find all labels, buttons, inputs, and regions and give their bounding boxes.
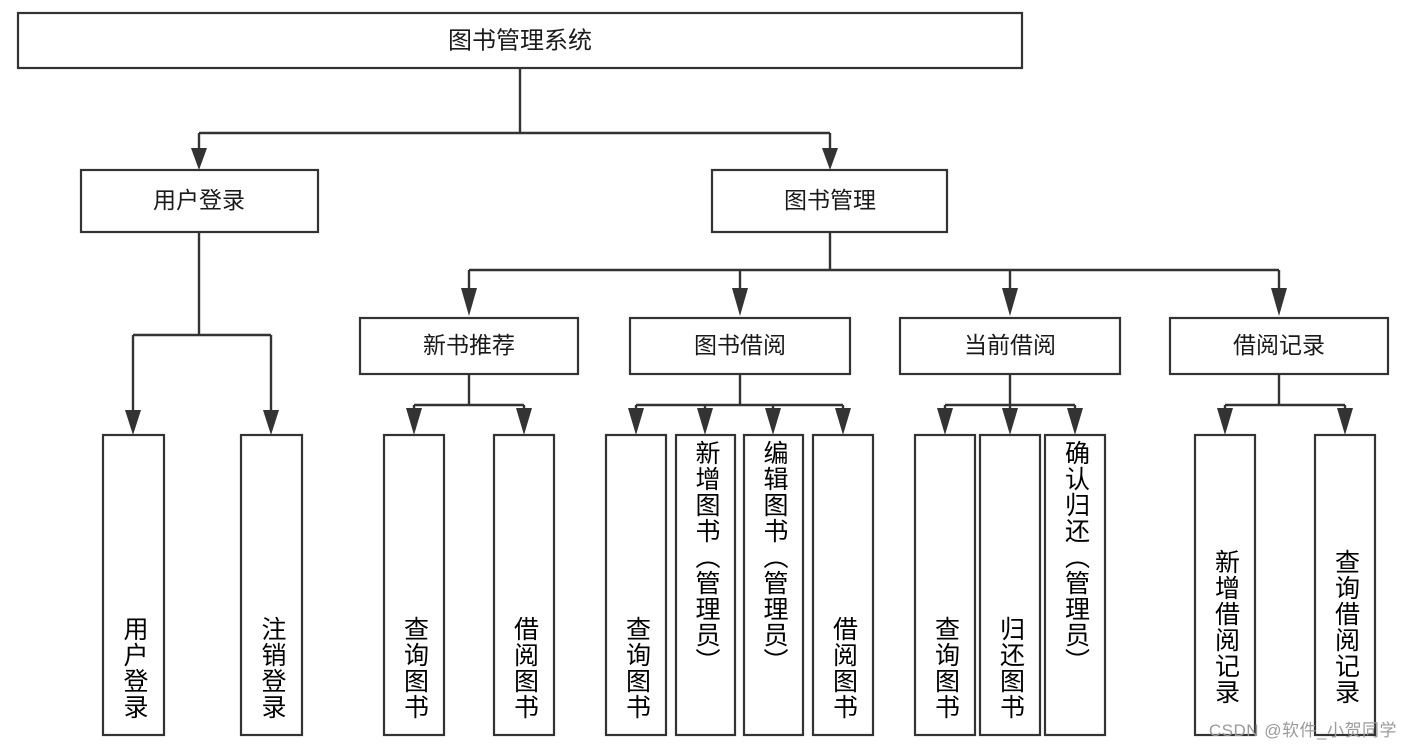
level2-label-0: 用户登录: [153, 187, 245, 213]
arrow-user-leaf-0-icon: [125, 410, 141, 435]
leaf-box-l3-1-0[interactable]: [604, 433, 668, 737]
level2-box-1[interactable]: [710, 168, 949, 234]
leaf-box-l3-0-1[interactable]: [492, 433, 556, 737]
node-current-borrow[interactable]: 当前借阅: [898, 316, 1122, 376]
node-book-management[interactable]: 图书管理: [710, 168, 949, 234]
node-borrow-record[interactable]: 借阅记录: [1168, 316, 1390, 376]
arrow-book-to-l3-3-icon: [1271, 288, 1287, 316]
arrow-l3-1-leaf-0-icon: [628, 408, 644, 435]
arrow-root-to-user-icon: [191, 148, 207, 170]
root-label: 图书管理系统: [448, 27, 592, 54]
level3-box-1[interactable]: [628, 316, 852, 376]
leaf-box-l3-1-2[interactable]: [742, 433, 805, 737]
arrow-l3-1-leaf-1-icon: [697, 408, 713, 435]
arrow-l3-1-leaf-2-icon: [765, 408, 781, 435]
csdn-watermark: CSDN @软件_小贺同学: [1208, 721, 1397, 740]
leaf-box-l3-0-0[interactable]: [382, 433, 446, 737]
arrow-book-to-l3-1-icon: [732, 288, 748, 316]
node-root[interactable]: 图书管理系统: [16, 11, 1024, 70]
level3-label-1: 图书借阅: [694, 332, 786, 358]
leaf-box-l3-3-0[interactable]: [1193, 433, 1257, 737]
leaf-box-l3-2-0[interactable]: [913, 433, 977, 737]
leaf-box-user-0[interactable]: [101, 433, 166, 737]
level3-box-3[interactable]: [1168, 316, 1390, 376]
level3-label-2: 当前借阅: [964, 332, 1056, 358]
root-box[interactable]: [16, 11, 1024, 70]
arrow-l3-3-leaf-1-icon: [1337, 408, 1353, 435]
level3-label-3: 借阅记录: [1233, 332, 1325, 358]
level2-label-1: 图书管理: [784, 187, 876, 213]
node-book-borrow[interactable]: 图书借阅: [628, 316, 852, 376]
leaf-box-l3-2-2[interactable]: [1043, 433, 1107, 737]
level3-label-0: 新书推荐: [423, 332, 515, 358]
node-user-login[interactable]: 用户登录: [79, 168, 320, 234]
level3-box-0[interactable]: [358, 316, 580, 376]
leaf-box-user-1[interactable]: [239, 433, 304, 737]
arrow-user-leaf-1-icon: [263, 410, 279, 435]
leaf-box-l3-3-1[interactable]: [1313, 433, 1377, 737]
arrow-l3-0-leaf-1-icon: [516, 408, 532, 435]
leaf-box-l3-2-1[interactable]: [978, 433, 1042, 737]
arrow-l3-0-leaf-0-icon: [406, 408, 422, 435]
arrow-l3-2-leaf-0-icon: [937, 408, 953, 435]
arrow-root-to-book-icon: [822, 148, 838, 170]
node-new-book-recommend[interactable]: 新书推荐: [358, 316, 580, 376]
arrow-l3-2-leaf-2-icon: [1067, 408, 1083, 435]
leaf-box-l3-1-3[interactable]: [811, 433, 875, 737]
leaf-box-l3-1-1[interactable]: [674, 433, 737, 737]
arrow-l3-2-leaf-1-icon: [1002, 408, 1018, 435]
arrow-l3-1-leaf-3-icon: [835, 408, 851, 435]
level3-box-2[interactable]: [898, 316, 1122, 376]
arrow-book-to-l3-2-icon: [1002, 288, 1018, 316]
arrow-book-to-l3-0-icon: [461, 288, 477, 316]
arrow-l3-3-leaf-0-icon: [1217, 408, 1233, 435]
